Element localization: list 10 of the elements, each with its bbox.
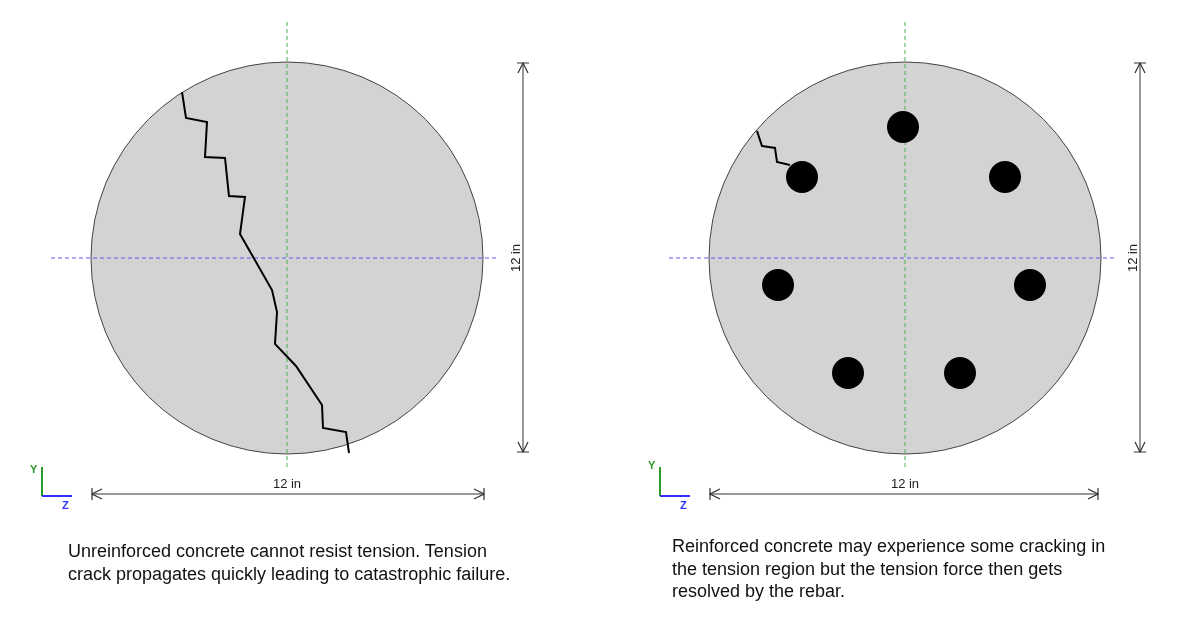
caption: Unreinforced concrete cannot resist tension. Tension crack propagates quickly leading to catastrophic failure. <box>68 540 512 585</box>
dimension-label: 12 in <box>1125 243 1139 273</box>
dimension-label: 12 in <box>890 477 920 490</box>
axis-label: Z <box>680 500 687 511</box>
axis-label: Y <box>30 464 38 475</box>
dimension-label: 12 in <box>272 477 302 490</box>
dimension-label: 12 in <box>508 243 522 273</box>
axis-label: Z <box>62 500 69 511</box>
caption: Reinforced concrete may experience some cracking in the tension region but the tension force then gets resolved by the rebar. <box>672 535 1107 603</box>
axis-label: Y <box>648 460 656 471</box>
